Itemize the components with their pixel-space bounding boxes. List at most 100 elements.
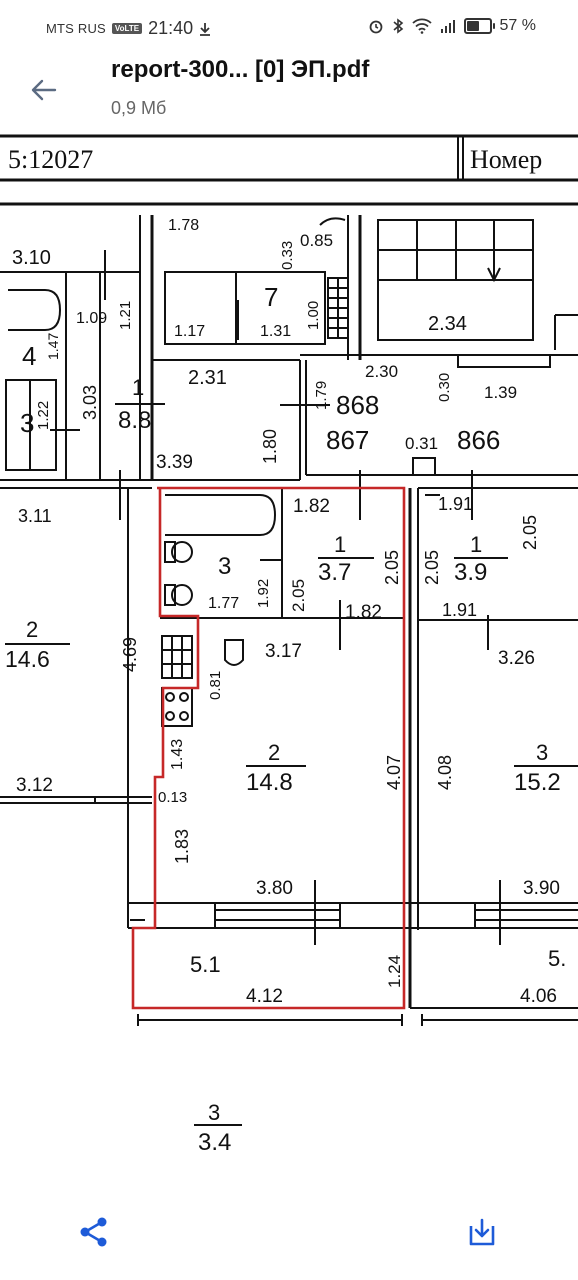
plan-label: 3.90 [523,878,560,899]
plan-label: 1.31 [260,323,291,340]
plan-label: 1.39 [484,383,517,402]
plan-label: 1.78 [168,217,199,234]
plan-label: 5. [548,946,566,971]
bottom-toolbar [0,1188,578,1280]
status-left: MTS RUS VoLTE 21:40 [46,18,211,39]
carrier-name: MTS RUS [46,21,106,36]
arrow-left-icon [31,79,57,101]
download-icon [469,1218,495,1246]
plan-label: 3.80 [256,878,293,899]
status-bar: MTS RUS VoLTE 21:40 57 % [0,0,578,56]
plan-label: 4.06 [520,986,557,1007]
plan-label: 1 [132,375,144,400]
plan-label: 1.82 [293,496,330,517]
plan-label: 2.34 [428,313,467,335]
pdf-viewer[interactable]: 5:12027 Номер [0,128,578,1188]
file-title: report-300... [0] ЭП.pdf [111,56,370,83]
plan-label: 5.1 [190,952,221,977]
volte-badge: VoLTE [111,23,143,34]
plan-label: 1.00 [305,301,322,330]
download-notification-icon [200,22,211,36]
plan-label: 0.81 [207,671,224,700]
plan-label: 3 [20,408,34,438]
plan-label: 1.91 [438,494,473,514]
share-button[interactable] [76,1214,112,1250]
plan-label: 3 [218,553,231,580]
signal-icon [440,20,455,33]
file-size: 0,9 Мб [111,98,167,118]
plan-label: 2 [268,740,280,765]
plan-label: 4 [22,341,36,371]
plan-label: 1 [470,532,482,557]
plan-label: 7 [264,282,278,312]
plan-label: 1.22 [35,401,52,430]
clock: 21:40 [148,18,194,38]
doc-header-right: Номер [470,145,542,174]
plan-label: 1.21 [117,301,134,330]
plan-label: 0.85 [300,231,333,250]
share-icon [80,1217,107,1247]
battery-icon [463,18,495,34]
plan-label: 1 [334,532,346,557]
plan-label: 3.17 [265,641,302,662]
app-header: report-300... [0] ЭП.pdf 0,9 Мб [0,56,578,126]
plan-label: 8.8 [118,407,151,434]
floor-plan: 5:12027 Номер [0,134,578,1156]
battery-level: 57 % [499,17,536,34]
plan-label: 0.30 [436,373,453,402]
plan-label: 1.91 [442,600,477,620]
plan-label: 3.4 [198,1129,231,1156]
download-button[interactable] [464,1214,500,1250]
plan-label: 0.13 [158,789,187,806]
plan-label: 2 [26,617,38,642]
plan-label: 2.30 [365,362,398,381]
wifi-icon [411,18,432,34]
plan-label: 1.47 [45,333,61,360]
plan-label: 1.09 [76,310,107,327]
plan-label: 2.05 [520,515,540,550]
plan-label: 867 [326,425,369,455]
back-button[interactable] [24,70,64,110]
plan-label: 3.39 [156,452,193,473]
plan-labels: 3.10 1.78 0.33 0.85 1.09 1.21 7 1.17 1.3… [5,217,578,1156]
plan-label: 2.31 [188,367,227,389]
plan-label: 3.11 [18,506,52,526]
plan-label: 4.07 [384,755,404,790]
plan-label: 3.7 [318,559,351,586]
plan-label: 2.05 [289,579,308,612]
plan-label: 1.77 [208,595,239,612]
plan-label: 3.03 [80,385,100,420]
status-right: 57 % [368,17,536,35]
plan-label: 0.33 [279,241,296,270]
plan-label: 1.80 [260,429,280,464]
plan-label: 4.12 [246,986,283,1007]
plan-label: 15.2 [514,769,561,796]
doc-header-table [0,134,578,206]
plan-label: 1.17 [174,323,205,340]
doc-header-left: 5:12027 [8,145,93,174]
plan-label: 1.92 [255,579,272,608]
plan-label: 868 [336,390,379,420]
plan-label: 2.05 [422,550,442,585]
plan-walls [0,215,578,1026]
plan-label: 14.8 [246,769,293,796]
alarm-icon [369,20,382,34]
plan-label: 3.9 [454,559,487,586]
plan-label: 866 [457,425,500,455]
plan-label: 3 [208,1100,220,1125]
plan-label: 4.69 [120,637,140,672]
apartment-highlight [131,486,406,1010]
plan-label: 1.79 [313,381,330,410]
plan-label: 14.6 [5,646,50,672]
plan-label: 3.10 [12,247,51,269]
plan-label: 3.26 [498,648,535,669]
plan-label: 0.31 [405,434,438,453]
plan-label: 3.12 [16,775,53,796]
plan-label: 4.08 [435,755,455,790]
bluetooth-icon [393,18,403,34]
plan-label: 1.83 [172,829,192,864]
plan-label: 1.24 [385,955,404,988]
plan-label: 3 [536,740,548,765]
plan-label: 1.82 [345,602,382,623]
plan-label: 2.05 [382,550,402,585]
